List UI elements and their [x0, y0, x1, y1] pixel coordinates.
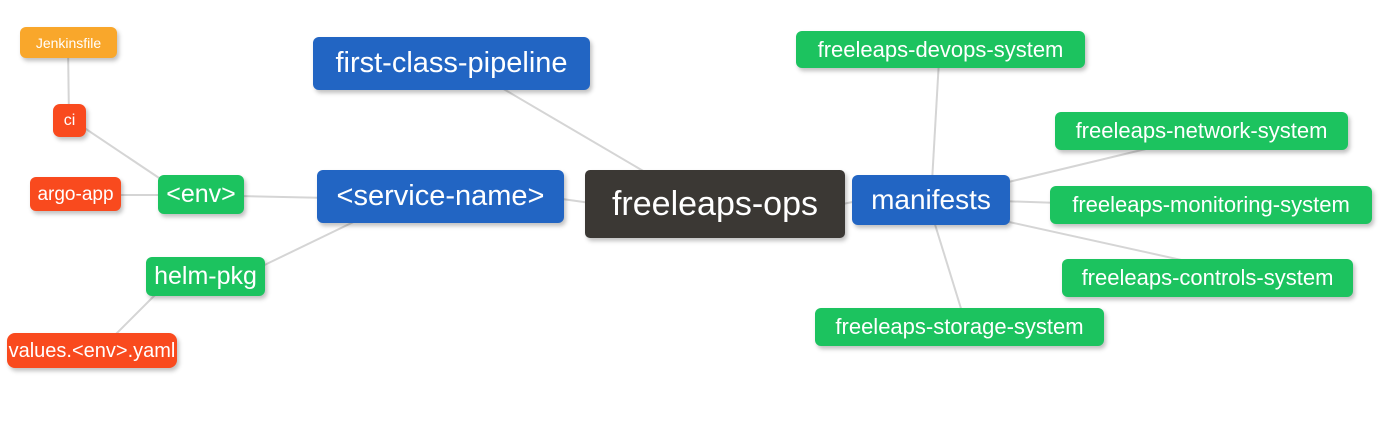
edge-manifests-network — [999, 147, 1151, 185]
edge-manifests-devops — [931, 59, 940, 183]
node-storage-system[interactable]: freeleaps-storage-system — [815, 308, 1104, 346]
edge-manifests-controls — [999, 219, 1196, 264]
node-jenkinsfile[interactable]: Jenkinsfile — [20, 27, 117, 58]
node-freeleaps-ops-root[interactable]: freeleaps-ops — [585, 170, 845, 238]
node-helm-pkg[interactable]: helm-pkg — [146, 257, 265, 296]
node-manifests[interactable]: manifests — [852, 175, 1010, 225]
node-values-env-yaml[interactable]: values.<env>.yaml — [7, 333, 177, 368]
edge-servicename-helmpkg — [249, 214, 369, 273]
node-first-class-pipeline[interactable]: first-class-pipeline — [313, 37, 590, 90]
edge-pipeline-root — [494, 83, 663, 183]
node-env[interactable]: <env> — [158, 175, 244, 214]
node-network-system[interactable]: freeleaps-network-system — [1055, 112, 1348, 150]
node-service-name[interactable]: <service-name> — [317, 170, 564, 223]
node-ci[interactable]: ci — [53, 104, 86, 137]
node-controls-system[interactable]: freeleaps-controls-system — [1062, 259, 1353, 297]
node-argo-app[interactable]: argo-app — [30, 177, 121, 211]
edge-env-servicename — [237, 195, 331, 199]
edge-manifests-storage — [932, 217, 964, 316]
node-devops-system[interactable]: freeleaps-devops-system — [796, 31, 1085, 68]
node-monitoring-system[interactable]: freeleaps-monitoring-system — [1050, 186, 1372, 224]
